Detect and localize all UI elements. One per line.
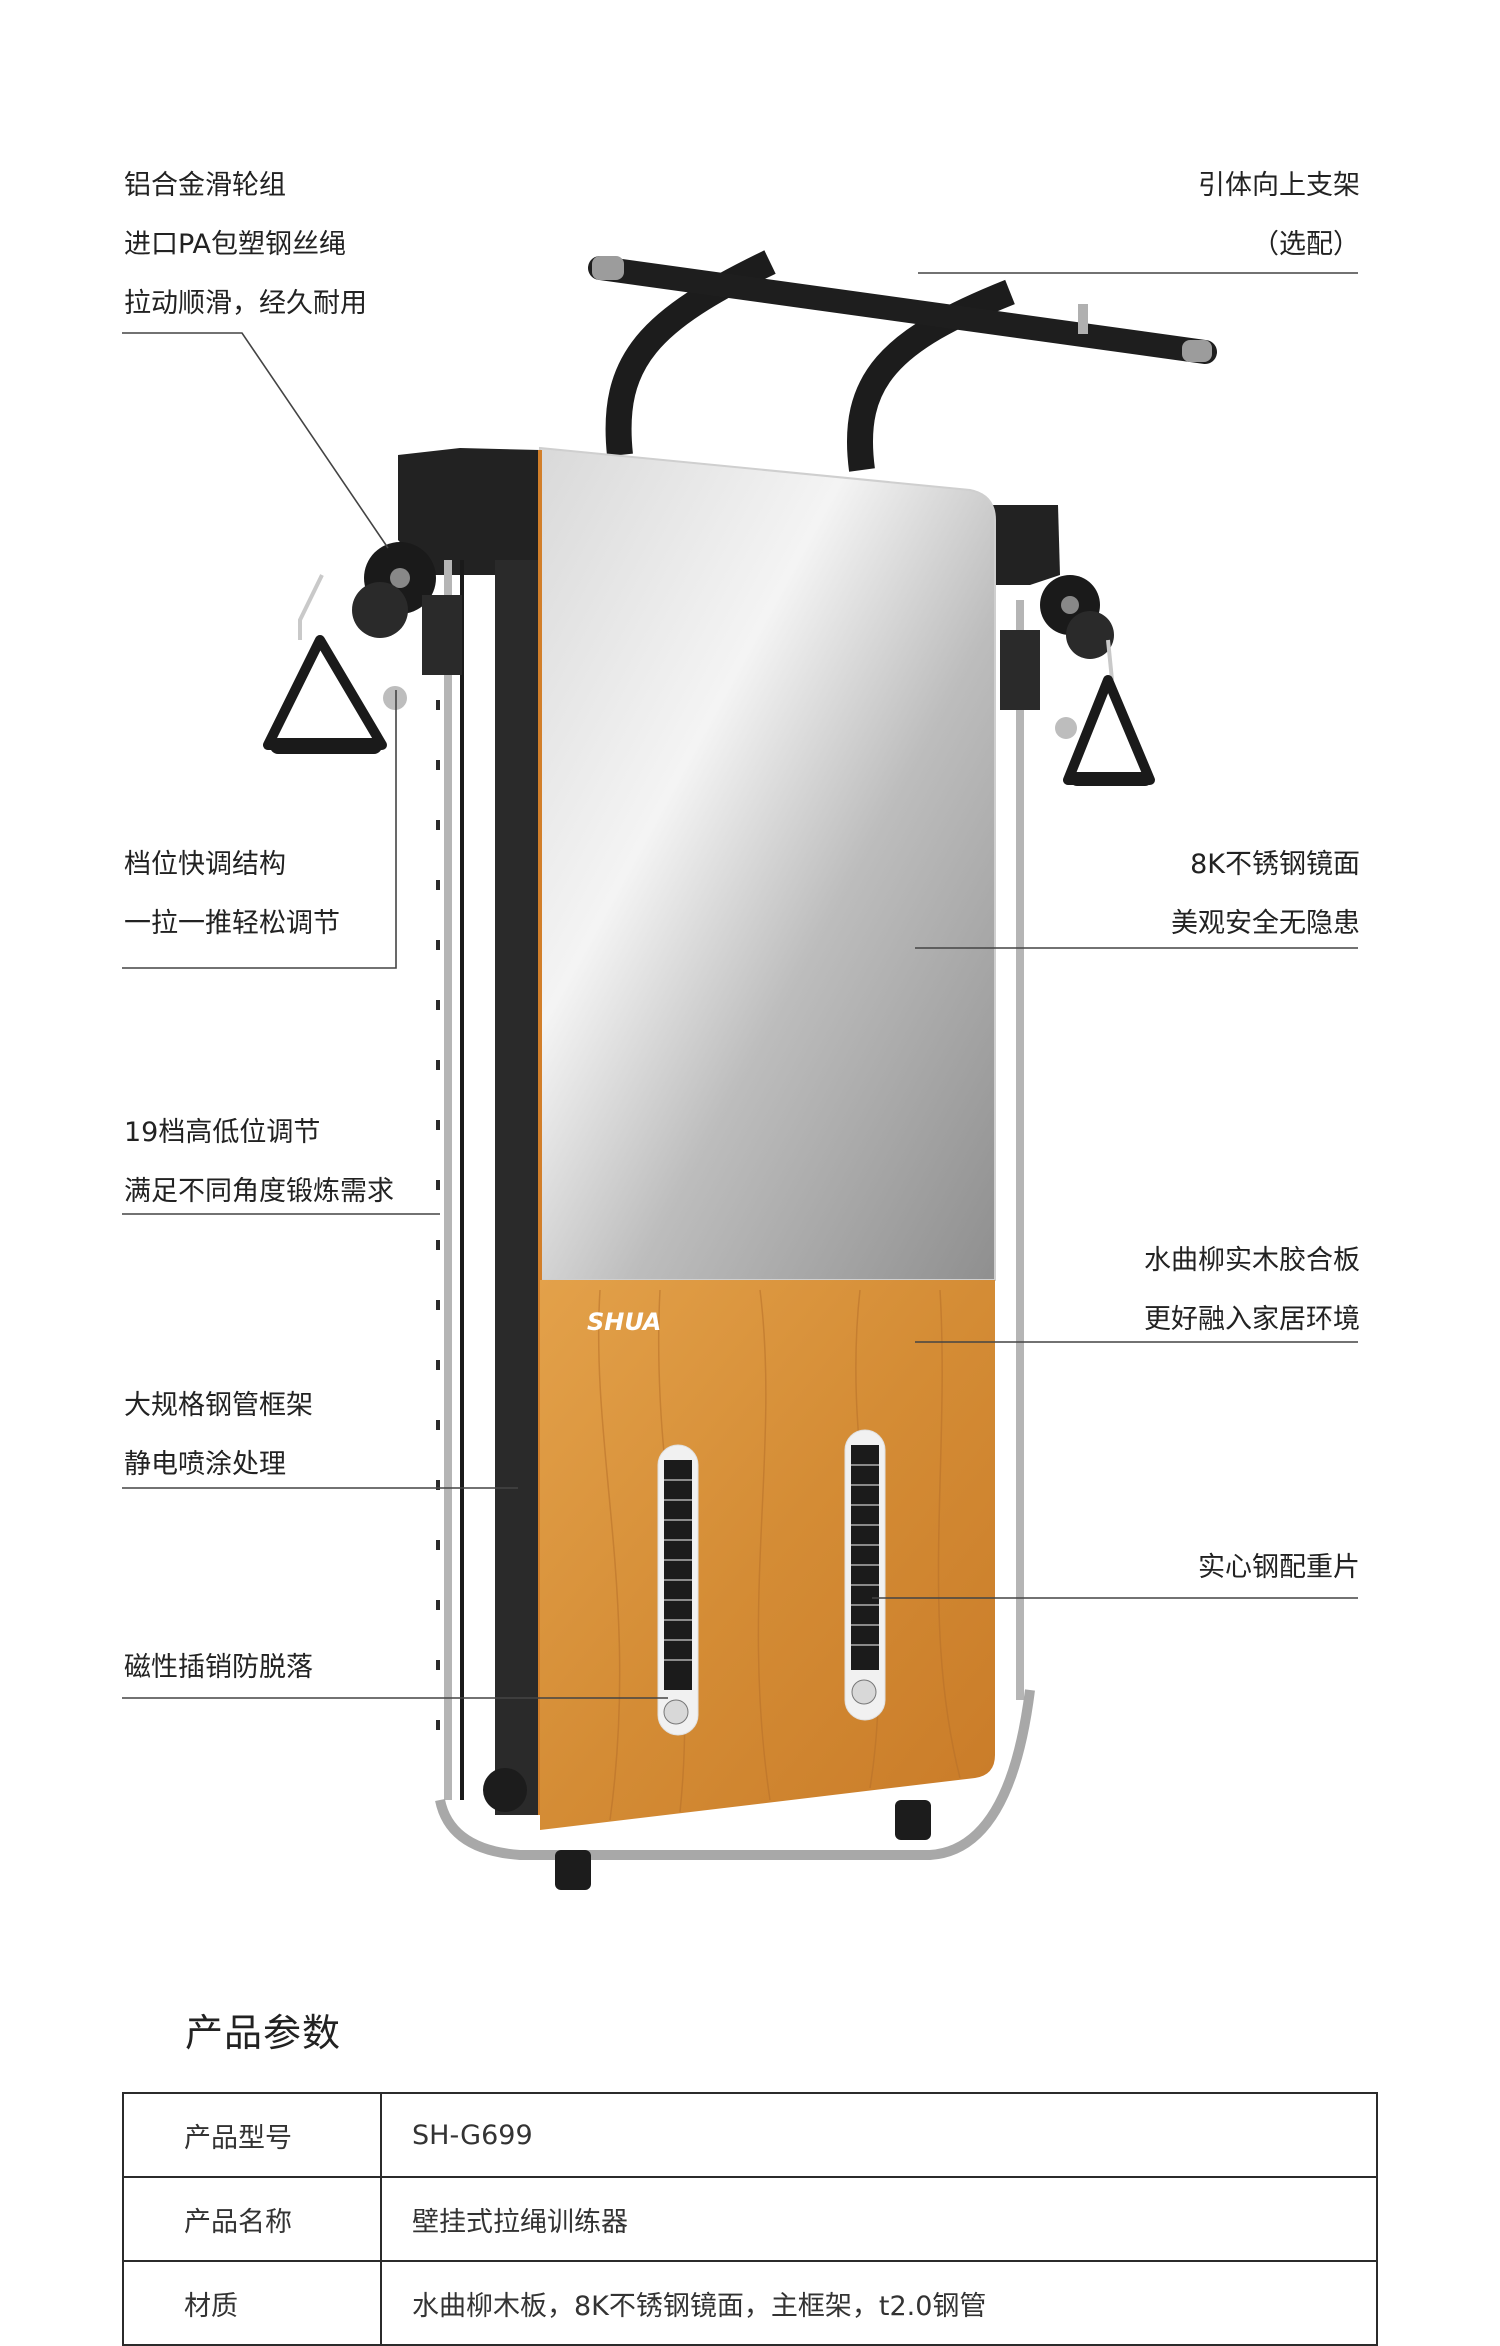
callout-height: 19档高低位调节 满足不同角度锻炼需求	[124, 1103, 394, 1221]
params-value: SH-G699	[380, 2092, 1378, 2178]
callout-pullup-line2: （选配）	[1252, 229, 1360, 260]
params-key: 产品名称	[122, 2176, 382, 2262]
magnetic-pin-right	[851, 1679, 877, 1705]
height-holes	[436, 640, 440, 1730]
callout-quick-adjust-line1: 档位快调结构	[124, 849, 286, 880]
callout-quick-adjust-line2: 一拉一推轻松调节	[124, 908, 340, 939]
params-key: 材质	[122, 2260, 382, 2346]
callout-pulley-line2: 进口PA包塑钢丝绳	[124, 229, 347, 260]
callout-mirror-line1: 8K不锈钢镜面	[1190, 849, 1360, 880]
callout-wood-line2: 更好融入家居环境	[1144, 1304, 1360, 1335]
callout-weights-line1: 实心钢配重片	[1198, 1552, 1360, 1583]
mirror-panel	[539, 446, 996, 1281]
top-housing-left	[398, 448, 540, 575]
params-key: 产品型号	[122, 2092, 382, 2178]
pullup-grip-right	[1182, 340, 1212, 362]
params-row-model: 产品型号 SH-G699	[122, 2092, 1378, 2178]
pulley-right	[1000, 575, 1155, 786]
callout-pullup-line1: 引体向上支架	[1198, 170, 1360, 201]
callout-weights: 实心钢配重片	[1198, 1538, 1360, 1597]
callout-frame-line1: 大规格钢管框架	[124, 1390, 313, 1421]
top-housing-right	[990, 505, 1060, 585]
callout-pulley-line1: 铝合金滑轮组	[124, 170, 286, 201]
params-value: 水曲柳木板，8K不锈钢镜面，主框架，t2.0钢管	[380, 2260, 1378, 2346]
magnetic-pin-left	[663, 1699, 689, 1725]
callout-height-line1: 19档高低位调节	[124, 1117, 321, 1148]
wood-panel	[540, 1280, 995, 1830]
callout-pin-line1: 磁性插销防脱落	[124, 1652, 313, 1683]
main-frame	[495, 560, 540, 1815]
pullup-grip-left	[592, 256, 624, 280]
product-illustration: SHUA	[263, 250, 1217, 1890]
params-row-material: 材质 水曲柳木板，8K不锈钢镜面，主框架，t2.0钢管	[122, 2260, 1378, 2346]
pulley-left	[263, 542, 462, 754]
params-row-name: 产品名称 壁挂式拉绳训练器	[122, 2176, 1378, 2262]
callout-wood-line1: 水曲柳实木胶合板	[1144, 1245, 1360, 1276]
callout-quick-adjust: 档位快调结构 一拉一推轻松调节	[124, 835, 340, 953]
callout-frame: 大规格钢管框架 静电喷涂处理	[124, 1376, 313, 1494]
params-title: 产品参数	[185, 2011, 342, 2055]
callout-pulley: 铝合金滑轮组 进口PA包塑钢丝绳 拉动顺滑，经久耐用	[124, 156, 367, 333]
callout-pulley-line3: 拉动顺滑，经久耐用	[124, 288, 367, 319]
brand-logo: SHUA	[587, 1308, 661, 1336]
callout-mirror: 8K不锈钢镜面 美观安全无隐患	[1171, 835, 1360, 953]
callout-pullup: 引体向上支架 （选配）	[1198, 156, 1360, 274]
callout-mirror-line2: 美观安全无隐患	[1171, 908, 1360, 939]
params-table: 产品型号 SH-G699 产品名称 壁挂式拉绳训练器 材质 水曲柳木板，8K不锈…	[122, 2092, 1378, 2346]
pullup-bar	[588, 256, 1217, 364]
params-value: 壁挂式拉绳训练器	[380, 2176, 1378, 2262]
callout-wood: 水曲柳实木胶合板 更好融入家居环境	[1144, 1231, 1360, 1349]
callout-pin: 磁性插销防脱落	[124, 1638, 313, 1697]
callout-height-line2: 满足不同角度锻炼需求	[124, 1176, 394, 1207]
callout-frame-line2: 静电喷涂处理	[124, 1449, 286, 1480]
